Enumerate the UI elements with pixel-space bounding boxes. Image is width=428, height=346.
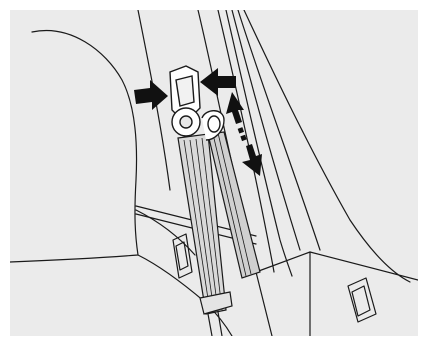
right-latch-slot [347, 277, 377, 323]
pillar-edge-7 [243, 10, 411, 283]
seat-headrest-outline [10, 30, 139, 263]
pillar-edge-4 [225, 10, 293, 277]
seat-belt-illustration [10, 10, 418, 336]
arrow-right-icon [134, 80, 168, 110]
rear-latch-slot [172, 233, 193, 279]
pillar-edge-3 [217, 10, 275, 273]
pillar-edge-5 [231, 10, 301, 251]
arrow-left-icon [200, 68, 236, 96]
pillar-edge-6 [237, 10, 321, 251]
trim-lower-edge [255, 271, 273, 336]
belt-anchor-adjuster [169, 65, 225, 141]
seat-belt-webbing [177, 131, 261, 336]
illustration-panel [10, 10, 418, 336]
seat-contour-line [135, 209, 196, 256]
double-arrow-vertical-icon [226, 92, 262, 176]
